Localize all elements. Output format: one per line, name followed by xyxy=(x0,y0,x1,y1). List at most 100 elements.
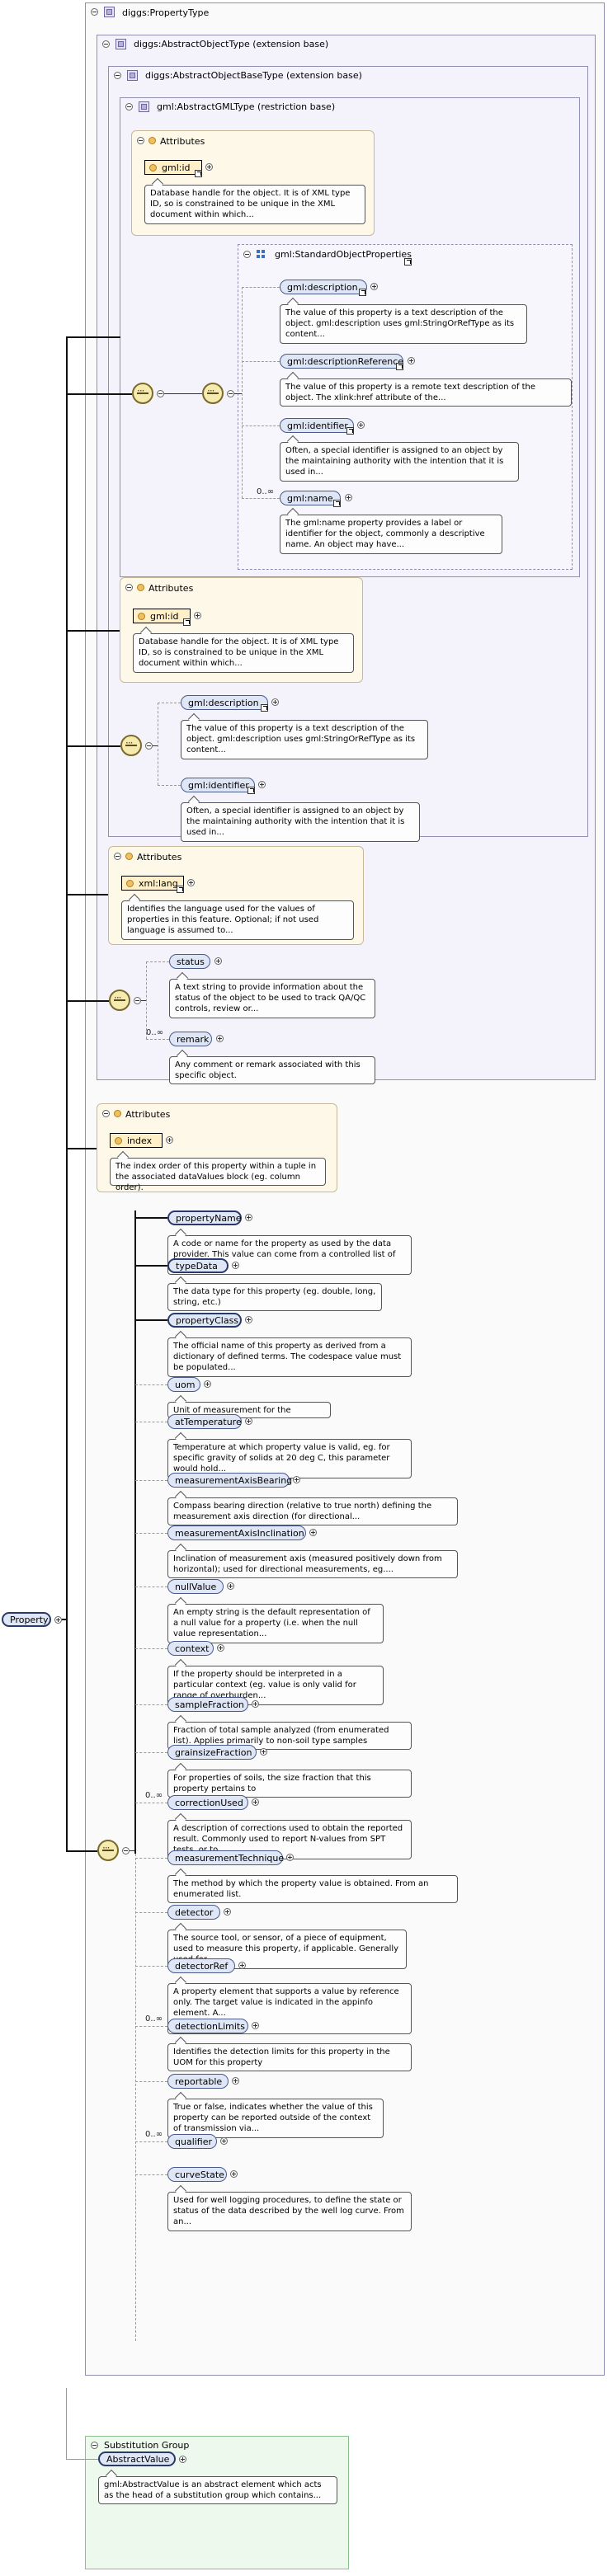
expand-toggle[interactable] xyxy=(252,1798,259,1806)
expand-toggle[interactable] xyxy=(230,2170,238,2178)
elem-uom[interactable]: uom xyxy=(167,1377,200,1392)
elem-doc: The gml:name property provides a label o… xyxy=(280,515,502,554)
expand-toggle[interactable] xyxy=(260,1748,267,1756)
collapse-toggle[interactable] xyxy=(125,584,133,591)
elem-curve-state[interactable]: curveState xyxy=(167,2167,227,2182)
expand-toggle[interactable] xyxy=(293,1476,300,1483)
expand-toggle[interactable] xyxy=(408,357,415,364)
expand-toggle[interactable] xyxy=(166,1136,173,1144)
link-icon[interactable] xyxy=(359,289,366,296)
elem-measurement-technique[interactable]: measurementTechnique xyxy=(167,1850,284,1865)
collapse-toggle[interactable] xyxy=(134,997,141,1004)
expand-toggle[interactable] xyxy=(309,1529,317,1536)
link-icon[interactable] xyxy=(333,500,341,507)
elem-measurement-axis-inclination[interactable]: measurementAxisInclination xyxy=(167,1525,306,1540)
elem-remark[interactable]: remark xyxy=(169,1032,212,1046)
collapse-toggle[interactable] xyxy=(102,1110,110,1117)
elem-null-value[interactable]: nullValue xyxy=(167,1579,224,1594)
elem-gml-description[interactable]: gml:description xyxy=(280,280,367,294)
expand-toggle[interactable] xyxy=(214,957,222,965)
elem-gml-identifier[interactable]: gml:identifier xyxy=(280,418,354,433)
expand-toggle[interactable] xyxy=(179,2456,186,2463)
expand-toggle[interactable] xyxy=(224,1908,231,1916)
link-icon[interactable] xyxy=(177,886,184,893)
elem-detection-limits[interactable]: detectionLimits xyxy=(167,2019,248,2033)
attr-xml-lang[interactable]: xml:lang xyxy=(121,876,184,891)
collapse-toggle[interactable] xyxy=(243,251,251,258)
elem-gml-description[interactable]: gml:description xyxy=(181,695,268,710)
expand-toggle[interactable] xyxy=(357,421,365,429)
collapse-toggle[interactable] xyxy=(157,390,164,397)
elem-detector[interactable]: detector xyxy=(167,1905,220,1920)
elem-gml-name[interactable]: gml:name xyxy=(280,491,341,505)
expand-toggle[interactable] xyxy=(245,1214,252,1221)
collapse-toggle[interactable] xyxy=(114,72,121,79)
link-icon[interactable] xyxy=(247,787,255,794)
expand-toggle[interactable] xyxy=(258,781,266,788)
expand-toggle[interactable] xyxy=(252,2022,259,2029)
collapse-toggle[interactable] xyxy=(102,40,110,48)
elem-gml-identifier[interactable]: gml:identifier xyxy=(181,778,255,792)
elem-context[interactable]: context xyxy=(167,1641,214,1656)
collapse-toggle[interactable] xyxy=(125,103,133,110)
expand-toggle[interactable] xyxy=(271,698,279,706)
elem-reportable[interactable]: reportable xyxy=(167,2074,229,2089)
expand-toggle[interactable] xyxy=(205,163,213,171)
elem-doc: The value of this property is a text des… xyxy=(181,720,428,759)
abstract-gml-type-title: gml:AbstractGMLType (restriction base) xyxy=(157,101,336,112)
elem-correction-used[interactable]: correctionUsed xyxy=(167,1795,248,1810)
elem-measurement-axis-bearing[interactable]: measurementAxisBearing xyxy=(167,1473,292,1488)
expand-toggle[interactable] xyxy=(217,1644,224,1652)
link-icon[interactable] xyxy=(404,258,412,266)
collapse-toggle[interactable] xyxy=(137,137,144,144)
sequence-icon xyxy=(109,990,130,1011)
expand-toggle[interactable] xyxy=(220,2137,228,2145)
elem-doc: Identifies the detection limits for this… xyxy=(167,2043,412,2071)
expand-toggle[interactable] xyxy=(345,494,352,501)
sequence-icon xyxy=(120,735,142,756)
root-element-property[interactable]: Property xyxy=(2,1612,51,1627)
attributes-title: Attributes xyxy=(125,1109,171,1120)
expand-toggle[interactable] xyxy=(54,1616,62,1624)
expand-toggle[interactable] xyxy=(194,612,201,619)
elem-gml-description-reference[interactable]: gml:descriptionReference xyxy=(280,354,403,369)
substitution-group-title: Substitution Group xyxy=(104,2440,190,2451)
link-icon[interactable] xyxy=(183,618,191,626)
elem-at-temperature[interactable]: atTemperature xyxy=(167,1414,242,1429)
expand-toggle[interactable] xyxy=(370,283,378,290)
expand-toggle[interactable] xyxy=(238,1962,246,1969)
elem-status[interactable]: status xyxy=(169,954,210,969)
elem-property-class[interactable]: propertyClass xyxy=(167,1313,242,1328)
elem-property-name[interactable]: propertyName xyxy=(167,1210,242,1225)
elem-qualifier[interactable]: qualifier xyxy=(167,2134,217,2149)
expand-toggle[interactable] xyxy=(245,1316,252,1323)
elem-grainsize-fraction[interactable]: grainsizeFraction xyxy=(167,1745,257,1760)
elem-abstract-value[interactable]: AbstractValue xyxy=(98,2451,176,2466)
link-icon[interactable] xyxy=(195,170,202,177)
elem-type-data[interactable]: typeData xyxy=(167,1258,229,1273)
link-icon[interactable] xyxy=(346,427,354,435)
collapse-toggle[interactable] xyxy=(145,742,153,750)
collapse-toggle[interactable] xyxy=(114,853,121,860)
collapse-toggle[interactable] xyxy=(227,390,234,397)
link-icon[interactable] xyxy=(261,704,268,712)
attr-index[interactable]: index xyxy=(110,1133,163,1148)
expand-toggle[interactable] xyxy=(286,1854,294,1861)
link-icon[interactable] xyxy=(396,363,403,370)
expand-toggle[interactable] xyxy=(252,1700,259,1708)
collapse-toggle[interactable] xyxy=(91,2442,98,2449)
elem-sample-fraction[interactable]: sampleFraction xyxy=(167,1697,248,1712)
attr-gml-id[interactable]: gml:id xyxy=(133,609,191,623)
expand-toggle[interactable] xyxy=(232,2077,239,2085)
collapse-toggle[interactable] xyxy=(91,8,98,16)
expand-toggle[interactable] xyxy=(216,1035,224,1042)
expand-toggle[interactable] xyxy=(245,1417,252,1425)
expand-toggle[interactable] xyxy=(232,1262,239,1269)
collapse-toggle[interactable] xyxy=(122,1847,130,1854)
expand-toggle[interactable] xyxy=(227,1582,234,1590)
elem-detector-ref[interactable]: detectorRef xyxy=(167,1958,235,1973)
expand-toggle[interactable] xyxy=(204,1380,211,1388)
sequence-icon xyxy=(132,383,153,404)
expand-toggle[interactable] xyxy=(187,879,195,886)
attr-gml-id[interactable]: gml:id xyxy=(144,160,202,175)
